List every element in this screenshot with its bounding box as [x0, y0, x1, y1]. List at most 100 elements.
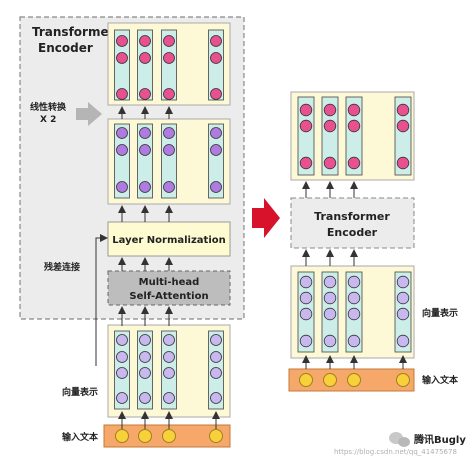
- left-top-panel-node: [139, 88, 151, 100]
- watermark-url: https://blog.csdn.net/qq_41475678: [334, 448, 457, 456]
- left-top-panel-node: [116, 52, 128, 64]
- left-middle-panel-node: [210, 144, 222, 156]
- left-middle-panel-node: [163, 127, 175, 139]
- right-top-panel-node: [396, 103, 410, 117]
- left-bottom-panel-node: [210, 351, 222, 363]
- left-input-token: [138, 429, 152, 443]
- left-bottom-panel-node: [116, 392, 128, 404]
- right-top-panel-node: [347, 119, 361, 133]
- left-input-token: [162, 429, 176, 443]
- right-bottom-panel-node: [396, 291, 410, 305]
- right-input-token: [396, 373, 410, 387]
- left-top-panel-node: [116, 88, 128, 100]
- left-middle-panel-node: [139, 127, 151, 139]
- left-bottom-panel-node: [210, 367, 222, 379]
- right-encoder-label-line1: Transformer: [314, 210, 390, 223]
- left-middle-panel-column: [208, 123, 224, 199]
- left-middle-panel-node: [139, 181, 151, 193]
- left-input-label: 输入文本: [62, 431, 99, 443]
- right-top-panel-node: [396, 156, 410, 170]
- right-vector-label: 向量表示: [422, 307, 458, 319]
- left-input-token: [115, 429, 129, 443]
- left-bottom-panel-node: [163, 367, 175, 379]
- watermark-brand: 腾讯Bugly: [413, 433, 466, 446]
- right-top-panel-node: [323, 156, 337, 170]
- left-top-panel-node: [163, 88, 175, 100]
- right-bottom-panel-node: [299, 291, 313, 305]
- left-middle-panel-node: [139, 144, 151, 156]
- left-middle-panel-column: [161, 123, 177, 199]
- arrow-right-icon: [252, 198, 280, 238]
- left-bottom-panel-node: [139, 351, 151, 363]
- right-top-panel-node: [299, 119, 313, 133]
- right-bottom-panel-node: [299, 307, 313, 321]
- left-bottom-panel: [107, 324, 231, 418]
- left-vector-label: 向量表示: [62, 386, 98, 398]
- left-top-panel-node: [163, 52, 175, 64]
- residual-label: 残差连接: [44, 261, 80, 273]
- right-top-panel-node: [323, 103, 337, 117]
- left-top-panel: [107, 22, 231, 106]
- left-middle-panel-node: [210, 127, 222, 139]
- right-top-panel-node: [347, 103, 361, 117]
- left-bottom-panel-node: [116, 334, 128, 346]
- left-bottom-panel-node: [116, 367, 128, 379]
- wechat-logo-icon: [389, 432, 410, 447]
- attention-label-line1: Multi-head: [139, 277, 200, 288]
- right-encoder-box: [290, 197, 415, 249]
- left-bottom-panel-node: [139, 392, 151, 404]
- right-bottom-panel-node: [396, 334, 410, 348]
- left-middle-panel-node: [116, 181, 128, 193]
- right-top-panel-column: [345, 96, 363, 176]
- left-middle-panel-node: [116, 127, 128, 139]
- left-bottom-panel-node: [116, 351, 128, 363]
- right-bottom-panel-node: [323, 307, 337, 321]
- left-bottom-panel-node: [139, 334, 151, 346]
- right-bottom-panel-node: [323, 334, 337, 348]
- left-middle-panel: [107, 118, 231, 205]
- right-bottom-panel-node: [347, 307, 361, 321]
- right-bottom-panel-node: [396, 275, 410, 289]
- left-top-panel-node: [210, 52, 222, 64]
- right-bottom-panel-node: [299, 334, 313, 348]
- right-bottom-panel-node: [323, 275, 337, 289]
- left-bottom-panel-node: [163, 392, 175, 404]
- left-top-panel-column: [208, 29, 224, 101]
- left-top-panel-column: [161, 29, 177, 101]
- left-middle-panel-column: [114, 123, 130, 199]
- right-bottom-panel-node: [299, 275, 313, 289]
- right-input-token: [299, 373, 313, 387]
- gray-arrow-icon: [76, 102, 102, 126]
- attention-label-line2: Self-Attention: [129, 291, 208, 302]
- right-top-panel: [290, 91, 415, 181]
- layer-norm-box: [107, 221, 231, 257]
- left-bottom-panel-node: [139, 367, 151, 379]
- left-top-panel-node: [210, 88, 222, 100]
- encoder-title-line2: Encoder: [38, 41, 93, 55]
- right-encoder-label-line2: Encoder: [327, 226, 378, 239]
- left-bottom-panel-node: [210, 334, 222, 346]
- right-bottom-panel-node: [347, 334, 361, 348]
- linear-label-line2: X 2: [40, 115, 56, 125]
- right-top-panel-node: [299, 156, 313, 170]
- left-top-panel-node: [116, 35, 128, 47]
- left-bottom-panel-node: [210, 392, 222, 404]
- right-bottom-panel: [290, 265, 415, 359]
- right-top-panel-node: [396, 119, 410, 133]
- right-bottom-panel-node: [323, 291, 337, 305]
- right-top-panel-node: [299, 103, 313, 117]
- left-bottom-panel-node: [163, 334, 175, 346]
- right-top-panel-column: [297, 96, 315, 176]
- right-top-panel-column: [394, 96, 412, 176]
- right-bottom-panel-node: [347, 291, 361, 305]
- residual-connection: [95, 234, 108, 366]
- left-middle-panel-node: [210, 181, 222, 193]
- attention-box: [107, 270, 231, 306]
- left-top-panel-node: [139, 52, 151, 64]
- right-bottom-panel-node: [396, 307, 410, 321]
- left-input-token: [209, 429, 223, 443]
- left-middle-panel-node: [163, 144, 175, 156]
- right-top-panel-node: [323, 119, 337, 133]
